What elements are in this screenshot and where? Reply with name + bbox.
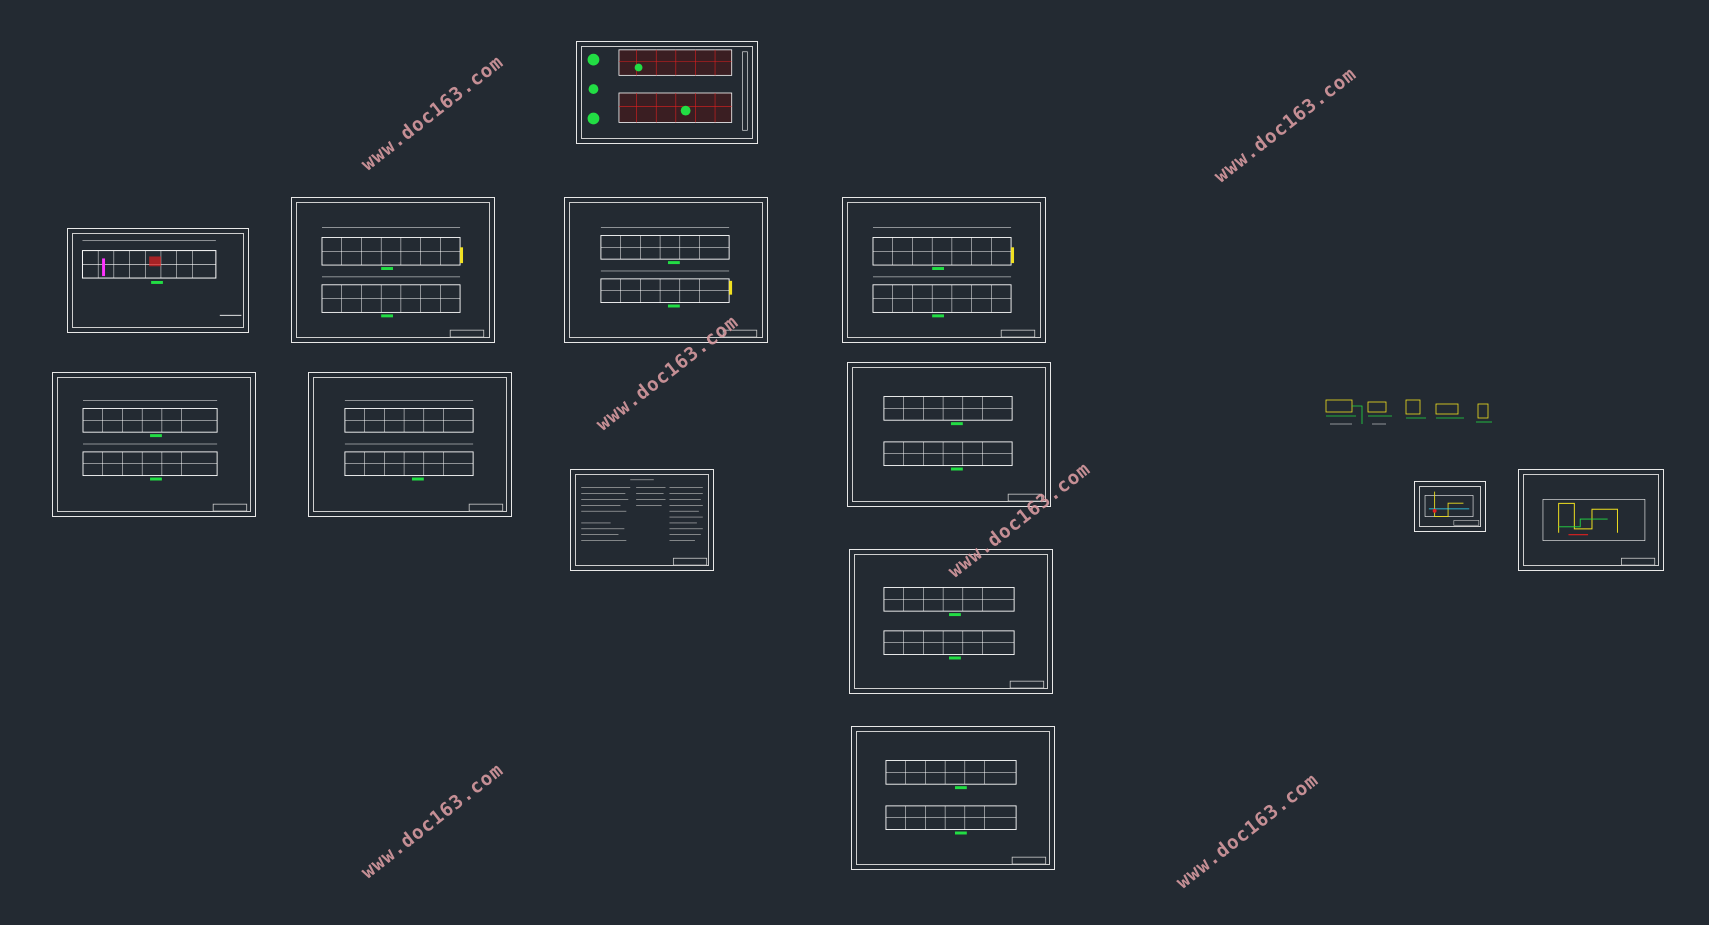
floor-plan-drawing: [872, 227, 1036, 338]
drawing-sheet-detail-1[interactable]: [1414, 481, 1486, 532]
sheet-frame: [1419, 486, 1481, 527]
sheet-frame: [72, 233, 244, 328]
detail-drawing: [1542, 499, 1656, 566]
drawing-sheet-plan-9[interactable]: [851, 726, 1055, 870]
sheet-frame: [847, 202, 1041, 338]
sheet-frame: [852, 367, 1046, 502]
floor-plan-drawing: [81, 240, 242, 316]
drawing-sheet-plan-2[interactable]: [291, 197, 495, 343]
drawing-sheet-plan-6[interactable]: [308, 372, 512, 517]
sheet-frame: [313, 377, 507, 512]
watermark: www.doc163.com: [1172, 768, 1323, 894]
sheet-frame: [575, 474, 709, 566]
floor-plan-drawing: [321, 227, 485, 338]
drawing-sheet-plan-4[interactable]: [842, 197, 1046, 343]
watermark: www.doc163.com: [357, 758, 508, 884]
floor-plan-drawing: [82, 400, 248, 512]
sheet-frame: [856, 731, 1050, 865]
floor-plan-drawing: [600, 227, 758, 338]
sheet-frame: [569, 202, 763, 338]
drawing-sheet-plan-5[interactable]: [52, 372, 256, 517]
floor-plan-drawing: [883, 587, 1045, 689]
drawing-sheet-notes[interactable]: [570, 469, 714, 571]
sheet-frame: [854, 554, 1048, 689]
sheet-frame: [1523, 474, 1659, 566]
detail-drawing: [1424, 491, 1480, 526]
drawing-sheet-site-plan[interactable]: [576, 41, 758, 144]
drawing-sheet-plan-3[interactable]: [564, 197, 768, 343]
sheet-frame: [57, 377, 251, 512]
drawing-sheet-plan-7[interactable]: [847, 362, 1051, 507]
watermark: www.doc163.com: [357, 50, 508, 176]
drawing-sheet-detail-2[interactable]: [1518, 469, 1664, 571]
detail-drawings-group[interactable]: [1322, 396, 1494, 428]
floor-plan-drawing: [885, 760, 1047, 865]
floor-plan-drawing: [344, 400, 504, 512]
sheet-frame: [581, 46, 753, 139]
drawing-sheet-plan-1[interactable]: [67, 228, 249, 333]
detail-drawings: [1325, 399, 1492, 425]
design-notes-drawing: [581, 479, 708, 566]
sheet-frame: [296, 202, 490, 338]
watermark: www.doc163.com: [1210, 62, 1361, 188]
drawing-sheet-plan-8[interactable]: [849, 549, 1053, 694]
floor-plan-drawing: [883, 396, 1043, 502]
site-plan-drawing: [587, 49, 748, 131]
